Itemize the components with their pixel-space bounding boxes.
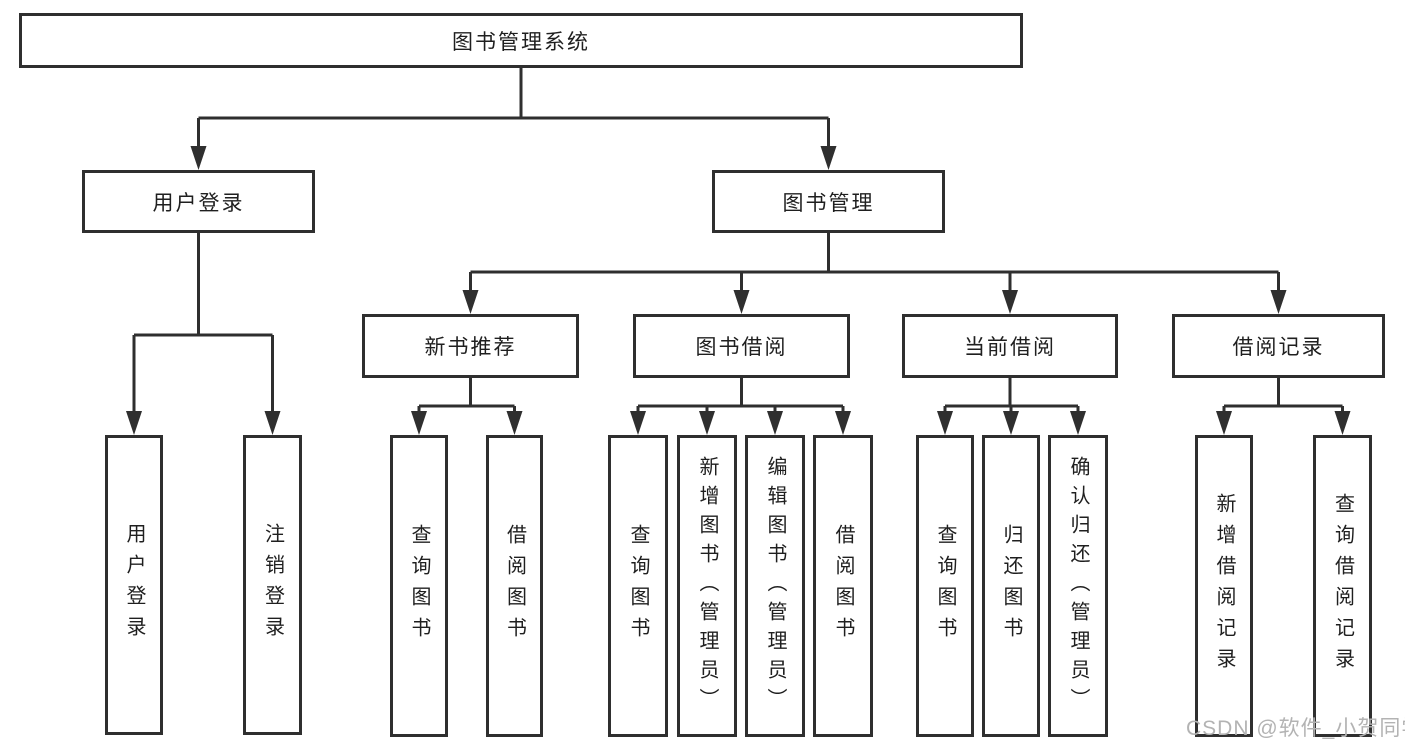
node-leaf-query-borrow-record-label: 查询借阅记录 — [1331, 493, 1354, 679]
node-book-borrow: 图书借阅 — [633, 314, 850, 378]
node-leaf-query-book-2-label: 查询图书 — [627, 524, 649, 648]
node-leaf-return-book-label: 归还图书 — [1000, 524, 1022, 648]
node-borrow-record: 借阅记录 — [1172, 314, 1385, 378]
connector-newbookrec-to-leaves — [417, 378, 516, 416]
arrowhead-icon — [1002, 290, 1018, 314]
arrowhead-icon — [264, 411, 281, 435]
node-book-management-label: 图书管理 — [782, 191, 875, 215]
node-leaf-return-book: 归还图书 — [982, 435, 1040, 737]
node-leaf-edit-book-admin-label: 编辑图书（管理员） — [764, 455, 786, 717]
node-leaf-add-borrow-record-label: 新增借阅记录 — [1213, 493, 1235, 679]
csdn-watermark: CSDN @软件_小贺同学 — [1186, 717, 1405, 740]
node-leaf-add-borrow-record: 新增借阅记录 — [1195, 435, 1253, 737]
node-leaf-query-book-3-label: 查询图书 — [934, 524, 956, 648]
node-leaf-confirm-return-admin-label: 确认归还（管理员） — [1067, 455, 1089, 717]
arrowhead-icon — [733, 290, 750, 314]
node-leaf-user-login: 用户登录 — [105, 435, 163, 735]
arrowheads — [126, 146, 1351, 435]
arrowhead-icon — [190, 146, 207, 170]
node-leaf-borrow-book-2: 借阅图书 — [813, 435, 873, 737]
node-leaf-add-book-admin: 新增图书（管理员） — [677, 435, 737, 737]
arrowhead-icon — [126, 411, 142, 435]
node-root-label: 图书管理系统 — [452, 30, 590, 54]
node-leaf-query-book-1-label: 查询图书 — [408, 524, 430, 648]
node-new-book-recommend: 新书推荐 — [362, 314, 579, 378]
arrowhead-icon — [630, 411, 646, 435]
arrowhead-icon — [411, 411, 427, 435]
arrowhead-icon — [699, 411, 715, 435]
arrowhead-icon — [462, 290, 479, 314]
node-current-borrow: 当前借阅 — [902, 314, 1118, 378]
arrowhead-icon — [820, 146, 837, 170]
arrowhead-icon — [937, 411, 953, 435]
connector-bookborrow-to-leaves — [636, 378, 845, 416]
node-book-management: 图书管理 — [712, 170, 945, 233]
node-leaf-borrow-book-2-label: 借阅图书 — [832, 524, 854, 648]
node-leaf-query-book-1: 查询图书 — [390, 435, 448, 737]
connector-userlogin-to-leaves — [132, 233, 274, 415]
node-new-book-recommend-label: 新书推荐 — [424, 336, 517, 359]
arrowhead-icon — [835, 411, 851, 435]
node-leaf-query-book-3: 查询图书 — [916, 435, 974, 737]
connector-root-to-level2 — [197, 68, 830, 150]
node-leaf-edit-book-admin: 编辑图书（管理员） — [745, 435, 805, 737]
node-root: 图书管理系统 — [19, 13, 1023, 68]
node-leaf-query-book-2: 查询图书 — [608, 435, 668, 737]
node-leaf-logout: 注销登录 — [243, 435, 302, 735]
arrowhead-icon — [1070, 411, 1086, 435]
node-current-borrow-label: 当前借阅 — [964, 336, 1056, 359]
arrowhead-icon — [767, 411, 783, 435]
connector-currentborrow-to-leaves — [943, 378, 1080, 416]
node-leaf-query-borrow-record: 查询借阅记录 — [1313, 435, 1372, 737]
node-user-login: 用户登录 — [82, 170, 315, 233]
node-book-borrow-label: 图书借阅 — [695, 336, 788, 359]
node-borrow-record-label: 借阅记录 — [1232, 336, 1325, 359]
arrowhead-icon — [1003, 411, 1019, 435]
node-leaf-add-book-admin-label: 新增图书（管理员） — [696, 455, 718, 717]
node-leaf-confirm-return-admin: 确认归还（管理员） — [1048, 435, 1108, 737]
node-leaf-logout-label: 注销登录 — [261, 523, 284, 647]
arrowhead-icon — [1216, 411, 1232, 435]
arrowhead-icon — [1334, 411, 1351, 435]
node-leaf-borrow-book-1-label: 借阅图书 — [503, 524, 526, 648]
arrowhead-icon — [1270, 290, 1287, 314]
node-leaf-borrow-book-1: 借阅图书 — [486, 435, 543, 737]
connector-bookmgmt-to-level3 — [469, 233, 1280, 294]
node-leaf-user-login-label: 用户登录 — [123, 523, 145, 647]
arrowhead-icon — [506, 411, 523, 435]
connector-borrowrecord-to-leaves — [1222, 378, 1344, 416]
node-user-login-label: 用户登录 — [152, 191, 245, 215]
